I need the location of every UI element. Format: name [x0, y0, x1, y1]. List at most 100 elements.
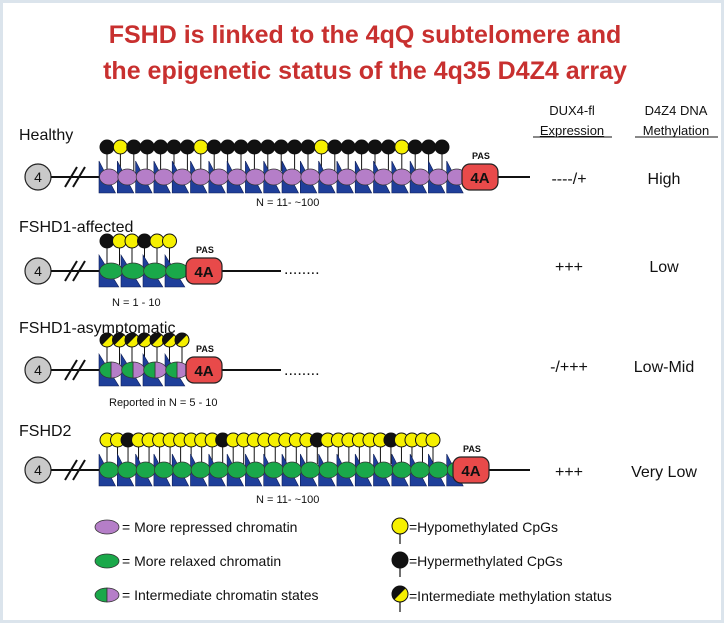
allele-4a-box-healthy: [461, 163, 499, 191]
nucleosome-fshd2: [263, 461, 284, 479]
cpg-hypermethylated-healthy: [287, 139, 303, 155]
cpg-hypermethylated-healthy: [246, 139, 262, 155]
allele-4a-label-fshd1-affected: 4A: [194, 264, 213, 281]
cpg-hypermethylated-healthy: [273, 139, 289, 155]
legend-repressed-swatch: [94, 519, 120, 535]
cpg-hypermethylated-healthy: [260, 139, 276, 155]
break-mark-a-fshd2: [64, 459, 78, 481]
legend-hypermethylated-label: =Hypermethylated CpGs: [409, 553, 563, 569]
expression-header-line-1: DUX4-fl: [549, 103, 595, 118]
allele-4a-box-fshd1-asymptomatic: [185, 356, 223, 384]
row-note-fshd1-affected: N = 1 - 10: [112, 297, 161, 309]
cpg-hypomethylated-fshd1-affected: [112, 233, 127, 249]
cpg-hypermethylated-healthy: [166, 139, 182, 155]
cpg-hypermethylated-healthy: [434, 139, 450, 155]
nucleosome-fshd2: [117, 461, 138, 479]
expression-healthy: ----/+: [551, 171, 586, 188]
nucleosome-healthy: [318, 168, 339, 186]
row-note-fshd1-asymptomatic: Reported in N = 5 - 10: [109, 397, 218, 409]
nucleosome-fshd2: [337, 461, 357, 479]
cpg-intermediate-half-fshd1-asymptomatic: [175, 333, 187, 345]
nucleosome-fshd1-affected: [121, 262, 145, 280]
nucleosome-healthy: [117, 168, 138, 186]
legend-intermediate-chromatin-label: = Intermediate chromatin states: [122, 587, 319, 603]
nucleosome-healthy: [373, 168, 394, 186]
cpg-intermediate-half-fshd1-asymptomatic: [100, 333, 112, 345]
cpg-hypermethylated-healthy: [354, 139, 370, 155]
cpg-hypomethylated-fshd1-affected: [162, 233, 177, 249]
nucleosome-fshd2: [190, 461, 211, 479]
continuation-dots-fshd1-affected: ........: [284, 261, 320, 278]
allele-4a-label-fshd1-asymptomatic: 4A: [194, 363, 213, 380]
cpg-hypermethylated-healthy: [139, 139, 155, 155]
nucleosome-fshd2: [135, 461, 156, 479]
cpg-hypermethylated-healthy: [233, 139, 249, 155]
allele-4a-label-healthy: 4A: [470, 170, 489, 187]
break-mark-a-healthy: [64, 166, 78, 188]
cpg-intermediate-half-fshd1-asymptomatic: [125, 333, 137, 345]
cpg-intermediate-half-fshd1-asymptomatic: [137, 333, 150, 345]
cpg-hypermethylated-fshd1-affected: [99, 233, 115, 249]
expression-fshd1-affected: +++: [555, 259, 583, 276]
row-note-fshd2: N = 11- ~100: [256, 494, 319, 506]
allele-4a-box-fshd2: [452, 456, 490, 484]
nucleosome-fshd1-affected: [165, 262, 189, 280]
nucleosome-fshd2: [318, 461, 339, 479]
cpg-hypermethylated-healthy: [407, 139, 423, 155]
cpg-hypermethylated-healthy: [327, 139, 343, 155]
expression-header-line-2: Expression: [540, 123, 604, 138]
cpg-intermediate-half-fshd1-asymptomatic: [162, 333, 175, 345]
nucleosome-fshd2: [300, 461, 321, 479]
cpg-intermediate-half-fshd1-asymptomatic: [112, 332, 125, 345]
nucleosome-fshd2: [355, 461, 376, 479]
pas-label-healthy: PAS: [472, 151, 490, 161]
nucleosome-healthy: [208, 168, 229, 186]
nucleosome-healthy: [428, 168, 449, 186]
nucleosome-fshd2: [172, 461, 193, 479]
cpg-hypomethylated-fshd1-affected: [149, 233, 165, 249]
cpg-hypomethylated-healthy: [193, 139, 209, 155]
cpg-hypermethylated-healthy: [421, 139, 437, 155]
fshd-diagram: FSHD is linked to the 4qQ subtelomere an…: [19, 21, 718, 612]
nucleosome-healthy: [190, 168, 211, 186]
cpg-hypermethylated-healthy: [300, 139, 316, 155]
expression-fshd2: +++: [555, 464, 583, 481]
nucleosome-fshd2: [391, 461, 412, 479]
cpg-hypomethylated-healthy: [313, 139, 329, 155]
legend-intermediate-methylation-swatch: [391, 585, 409, 612]
legend-relaxed-swatch: [94, 553, 120, 569]
cpg-hypermethylated-healthy: [99, 139, 115, 155]
break-mark-a-fshd1-asymptomatic: [64, 359, 78, 381]
cpg-hypermethylated-healthy: [340, 139, 356, 155]
legend-intermediate-methylation-label: =Intermediate methylation status: [409, 588, 612, 604]
cpg-hypomethylated-healthy: [112, 139, 128, 155]
continuation-dots-fshd1-asymptomatic: ........: [284, 362, 320, 379]
expression-fshd1-asymptomatic: -/+++: [550, 359, 588, 376]
nucleosome-fshd1-affected: [143, 262, 167, 280]
nucleosome-healthy: [300, 168, 321, 186]
row-note-healthy: N = 11- ~100: [256, 197, 319, 209]
methylation-fshd1-asymptomatic: Low-Mid: [634, 359, 694, 376]
chromosome-label-fshd2: 4: [34, 462, 42, 478]
nucleosome-fshd2: [282, 461, 302, 479]
methylation-header-line-1: D4Z4 DNA: [645, 103, 708, 118]
nucleosome-healthy: [99, 168, 119, 186]
chromosome-label-fshd1-asymptomatic: 4: [34, 362, 42, 378]
nucleosome-fshd2: [227, 461, 248, 479]
nucleosome-healthy: [355, 168, 376, 186]
methylation-healthy: High: [648, 171, 681, 188]
nucleosome-fshd2: [99, 461, 119, 479]
cpg-hypermethylated-fshd1-affected: [137, 233, 152, 249]
break-mark-a-fshd1-affected: [64, 260, 78, 282]
break-mark-b-fshd1-asymptomatic: [72, 359, 86, 381]
nucleosome-intermediate-fshd1-asymptomatic: [143, 361, 156, 379]
row-label-fshd2: FSHD2: [19, 423, 72, 440]
cpg-hypermethylated-healthy: [179, 139, 195, 155]
cpg-hypermethylated-healthy: [206, 139, 222, 155]
legend-intermediate-chromatin-swatch: [94, 587, 120, 603]
